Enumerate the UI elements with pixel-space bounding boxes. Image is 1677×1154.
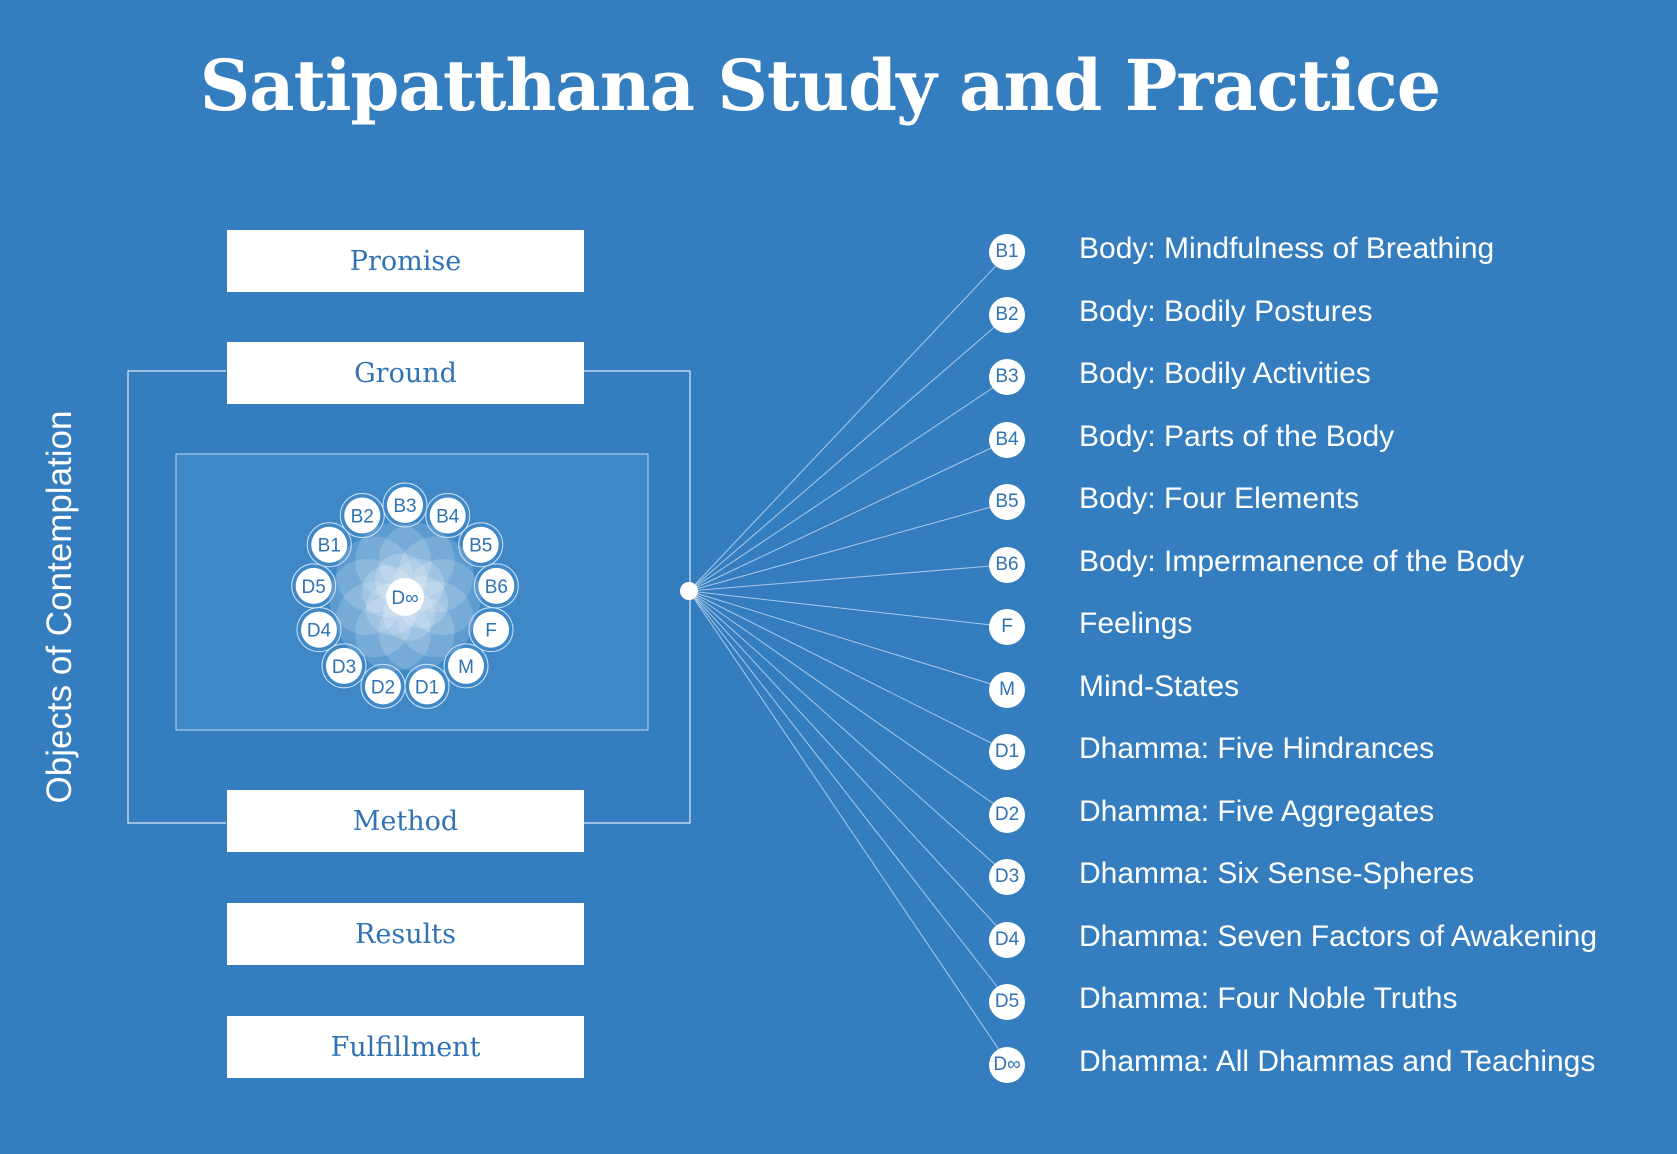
- legend-label: Body: Impermanence of the Body: [1079, 544, 1525, 578]
- svg-text:F: F: [485, 621, 497, 642]
- wheel-node: D4: [296, 607, 342, 653]
- wheel-node: D2: [360, 663, 406, 709]
- wheel-node: B3: [382, 482, 428, 528]
- connector-ray: [688, 564, 1010, 592]
- svg-text:B3: B3: [393, 496, 416, 517]
- wheel-node: M: [443, 643, 489, 689]
- svg-text:B5: B5: [469, 536, 492, 557]
- cloud-petal: [405, 559, 481, 635]
- legend-badge: D2: [989, 796, 1025, 833]
- wheel-node: B6: [473, 563, 519, 609]
- bracket-left: [127, 370, 226, 824]
- connector-ray: [688, 590, 1010, 628]
- stage-method: Method: [227, 790, 584, 852]
- legend-badge: B4: [989, 421, 1025, 458]
- wheel-node: B2: [339, 493, 385, 539]
- stage-promise: Promise: [227, 230, 584, 292]
- connector-ray: [688, 251, 1010, 592]
- svg-text:D3: D3: [332, 657, 356, 678]
- stage-results: Results: [227, 903, 584, 965]
- legend-label: Body: Mindfulness of Breathing: [1079, 232, 1495, 265]
- legend-label: Body: Parts of the Body: [1079, 419, 1395, 453]
- legend-label: Body: Bodily Activities: [1079, 357, 1371, 390]
- connector-rays: [688, 251, 1010, 1065]
- legend-badge: B2: [989, 296, 1025, 333]
- wheel-center-node: D∞: [386, 578, 424, 616]
- legend-badge: F: [989, 609, 1025, 645]
- cloud-petal: [329, 559, 405, 635]
- wheel-node: B4: [425, 493, 471, 539]
- svg-text:D5: D5: [302, 577, 326, 598]
- legend-label: Mind-States: [1079, 669, 1240, 703]
- legend-label: Dhamma: Five Hindrances: [1079, 732, 1435, 765]
- connector-ray: [688, 314, 1010, 592]
- svg-text:D4: D4: [307, 621, 332, 642]
- svg-text:M: M: [458, 657, 474, 678]
- svg-text:B2: B2: [351, 507, 374, 528]
- stage-ground: Ground: [227, 342, 584, 404]
- legend-badge: B5: [989, 484, 1025, 520]
- page-title: Satipatthana Study and Practice: [199, 44, 1442, 127]
- svg-text:B6: B6: [485, 577, 508, 598]
- legend-label: Body: Bodily Postures: [1079, 294, 1373, 328]
- svg-text:D2: D2: [371, 677, 395, 698]
- legend-badge: B1: [989, 234, 1025, 270]
- legend-label: Dhamma: Seven Factors of Awakening: [1079, 919, 1598, 953]
- legend-badge: D4: [989, 921, 1025, 958]
- legend-badge: B3: [989, 359, 1025, 395]
- svg-text:D1: D1: [415, 677, 439, 698]
- connector-ray: [688, 590, 1010, 878]
- connector-ray: [688, 590, 1010, 753]
- legend-label: Body: Four Elements: [1079, 482, 1360, 515]
- wheel-node: D1: [404, 663, 450, 709]
- connector-ray: [688, 590, 1010, 1065]
- connector-ray: [688, 376, 1010, 592]
- connector-ray: [688, 590, 1010, 690]
- wheel-node: F: [468, 607, 514, 653]
- legend-badge: D5: [989, 984, 1025, 1020]
- connector-ray: [688, 590, 1010, 815]
- wheel-node: B5: [458, 522, 504, 568]
- legend-badge: D∞: [989, 1046, 1025, 1083]
- connector-ray: [688, 501, 1010, 592]
- legend-label: Dhamma: All Dhammas and Teachings: [1079, 1044, 1596, 1078]
- hub-dot: [680, 582, 698, 600]
- wheel-node: D3: [321, 643, 367, 689]
- legend-label: Dhamma: Six Sense-Spheres: [1079, 857, 1475, 890]
- svg-text:D∞: D∞: [391, 588, 418, 609]
- stage-fulfillment: Fulfillment: [227, 1016, 584, 1078]
- connector-ray: [688, 439, 1010, 592]
- legend-label: Dhamma: Five Aggregates: [1079, 794, 1435, 828]
- legend-badge: D1: [989, 734, 1025, 770]
- legend-badge: M: [989, 671, 1025, 708]
- connector-ray: [688, 590, 1010, 1003]
- svg-text:B1: B1: [318, 536, 341, 557]
- wheel-node: D5: [291, 563, 337, 609]
- legend-badge: B6: [989, 546, 1025, 583]
- legend-label: Dhamma: Four Noble Truths: [1079, 982, 1458, 1015]
- wheel-node: B1: [306, 522, 352, 568]
- legend-badge: D3: [989, 859, 1025, 895]
- svg-text:B4: B4: [436, 507, 460, 528]
- connector-ray: [688, 590, 1010, 940]
- legend-label: Feelings: [1079, 607, 1193, 640]
